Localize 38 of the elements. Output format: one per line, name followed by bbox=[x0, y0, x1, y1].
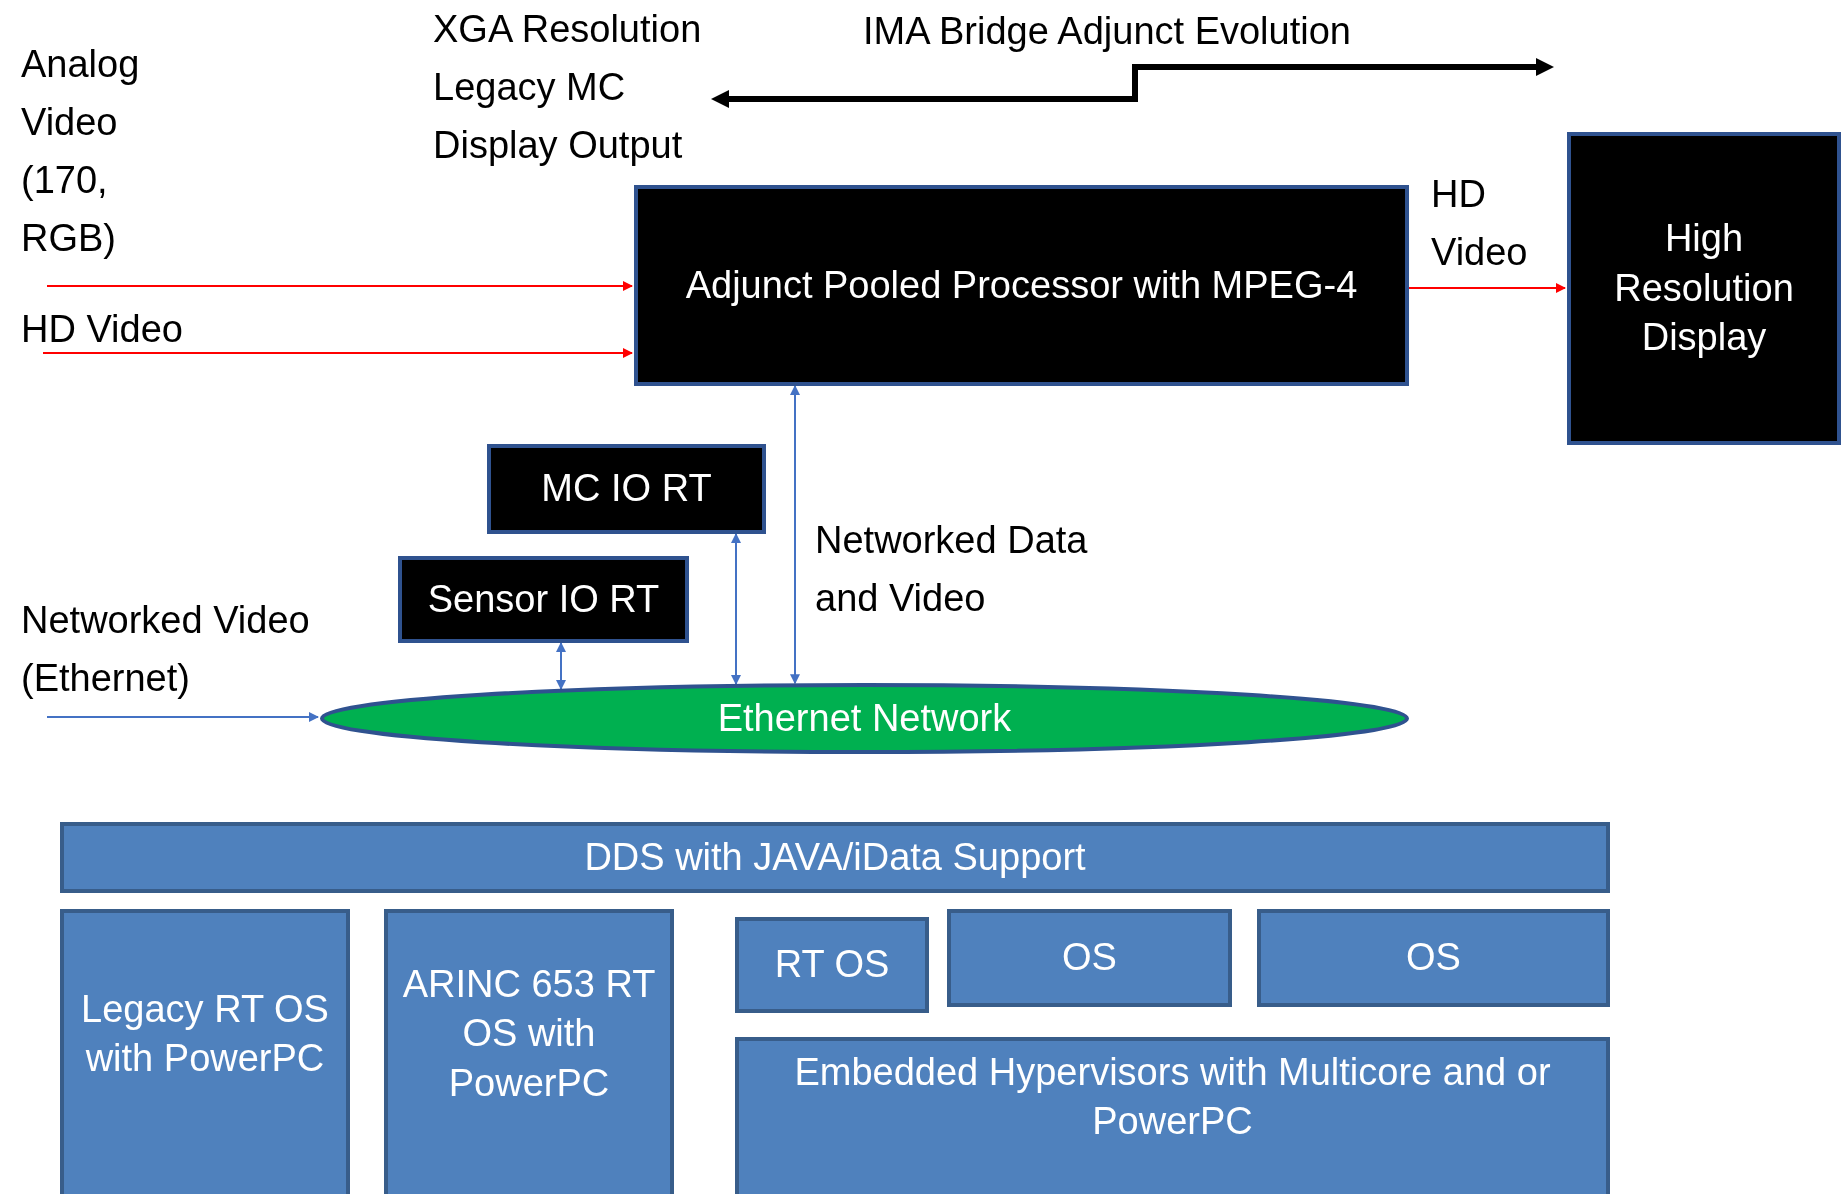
process-box bbox=[634, 185, 1409, 386]
arrow bbox=[731, 533, 741, 685]
box-label: Embedded Hypervisors with Multicore and or PowerPC bbox=[793, 1049, 1552, 1144]
box-label: OS bbox=[1405, 935, 1462, 981]
edge-label: Networked Data and Video bbox=[815, 518, 1089, 621]
layer-box bbox=[60, 909, 350, 1194]
box-label: DDS with JAVA/iData Support bbox=[583, 834, 1087, 880]
layer-box bbox=[60, 822, 1610, 893]
box-label: High Resolution Display bbox=[1613, 216, 1795, 361]
process-box bbox=[1567, 132, 1841, 445]
arrow bbox=[790, 385, 800, 685]
arrow bbox=[1408, 283, 1566, 293]
process-box bbox=[398, 556, 689, 643]
edge-label: Analog Video (170, RGB) bbox=[21, 42, 141, 261]
note-text: IMA Bridge Adjunct Evolution bbox=[863, 9, 1352, 54]
layer-box bbox=[735, 1037, 1610, 1194]
box-label: Ethernet Network bbox=[716, 695, 1013, 741]
arrow bbox=[46, 712, 319, 722]
box-label: ARINC 653 RT OS with PowerPC bbox=[401, 961, 657, 1106]
box-label: Legacy RT OS with PowerPC bbox=[80, 986, 330, 1081]
box-label: MC IO RT bbox=[540, 466, 713, 512]
edge-label: HD Video bbox=[1431, 172, 1529, 275]
layer-box bbox=[384, 909, 674, 1194]
box-label: Adjunct Pooled Processor with MPEG-4 bbox=[684, 262, 1359, 308]
process-box bbox=[487, 444, 766, 534]
layer-box bbox=[735, 917, 929, 1013]
box-label: RT OS bbox=[773, 942, 891, 988]
edge-label: Networked Video (Ethernet) bbox=[21, 598, 311, 701]
arrow bbox=[46, 281, 633, 291]
edge-label: HD Video bbox=[21, 307, 184, 352]
layer-box bbox=[947, 909, 1232, 1007]
note-text: XGA Resolution Legacy MC Display Output bbox=[433, 7, 703, 168]
layer-box bbox=[1257, 909, 1610, 1007]
arrow bbox=[42, 348, 633, 358]
box-label: OS bbox=[1061, 935, 1118, 981]
network-ellipse bbox=[320, 683, 1409, 754]
box-label: Sensor IO RT bbox=[426, 576, 661, 622]
arrow bbox=[556, 642, 566, 691]
